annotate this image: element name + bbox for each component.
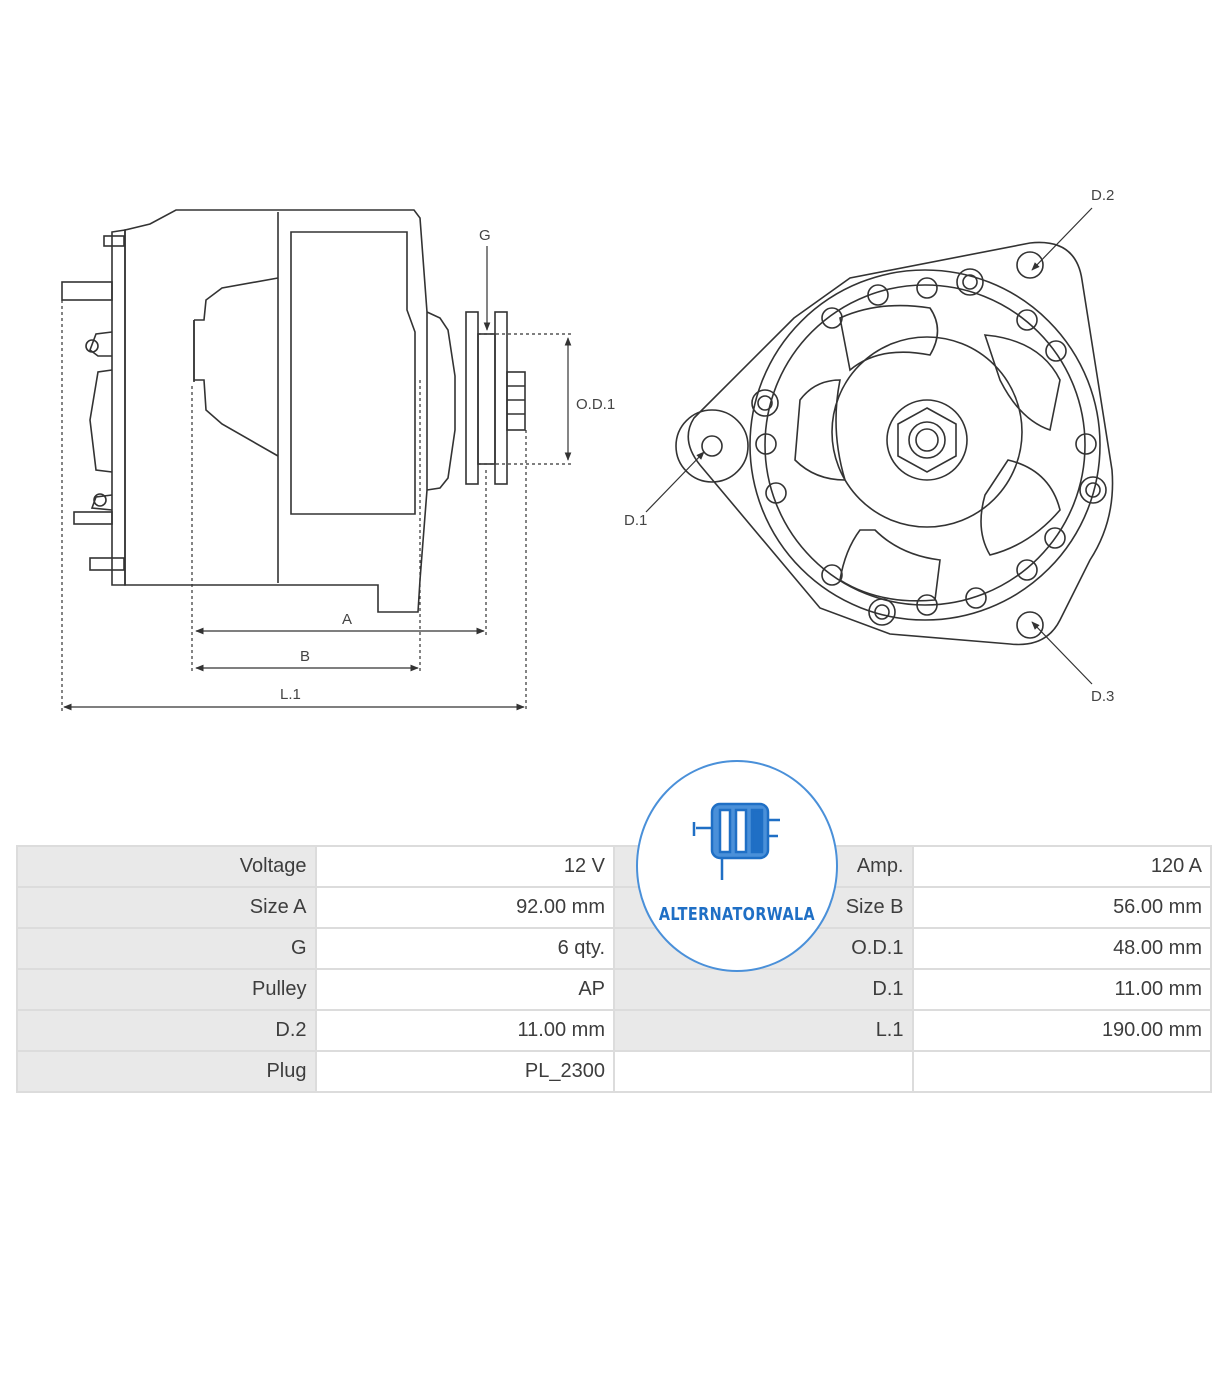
spec-label: Pulley: [16, 968, 317, 1011]
spec-label: Voltage: [16, 845, 317, 888]
dimension-label-g: G: [479, 227, 491, 244]
side-view: [61, 209, 526, 613]
dimension-label-b: B: [300, 648, 310, 665]
dimension-label-a: A: [342, 611, 352, 628]
spec-value: 120 A: [911, 845, 1212, 888]
spec-label: L.1: [613, 1009, 914, 1052]
spec-value: 190.00 mm: [911, 1009, 1212, 1052]
dimension-label-l1: L.1: [280, 686, 301, 703]
spec-value: 92.00 mm: [314, 886, 615, 929]
spec-value: PL_2300: [314, 1050, 615, 1093]
logo-text: ALTERNATORWALA: [658, 904, 816, 925]
alternator-technical-drawing: G O.D.1 A B L.1: [61, 187, 1114, 712]
spec-value: 6 qty.: [314, 927, 615, 970]
spec-label: Plug: [16, 1050, 317, 1093]
table-row: Voltage 12 V Amp. 120 A: [16, 845, 1212, 888]
specification-table: Voltage 12 V Amp. 120 A Size A 92.00 mm …: [16, 845, 1212, 1093]
spec-value: 56.00 mm: [911, 886, 1212, 929]
spec-value: 11.00 mm: [314, 1009, 615, 1052]
spec-label: D.1: [613, 968, 914, 1011]
spec-label: [613, 1050, 914, 1093]
front-view: [675, 241, 1114, 646]
spec-label: Size A: [16, 886, 317, 929]
table-row: Pulley AP D.1 11.00 mm: [16, 968, 1212, 1011]
spec-value: 48.00 mm: [911, 927, 1212, 970]
alternatorwala-logo: ALTERNATORWALA: [636, 760, 838, 972]
spec-value: [911, 1050, 1212, 1093]
dimension-label-d1: D.1: [624, 512, 647, 529]
table-row: Plug PL_2300: [16, 1050, 1212, 1093]
spec-label: G: [16, 927, 317, 970]
spec-value: AP: [314, 968, 615, 1011]
dimension-label-d2: D.2: [1091, 187, 1114, 204]
side-view-dimensions: [61, 246, 572, 712]
alternator-icon: [692, 802, 780, 880]
spec-label: D.2: [16, 1009, 317, 1052]
spec-value: 11.00 mm: [911, 968, 1212, 1011]
table-row: D.2 11.00 mm L.1 190.00 mm: [16, 1009, 1212, 1052]
table-row: Size A 92.00 mm Size B 56.00 mm: [16, 886, 1212, 929]
dimension-label-od1: O.D.1: [576, 396, 615, 413]
dimension-label-d3: D.3: [1091, 688, 1114, 705]
front-view-leaders: [645, 207, 1093, 685]
table-row: G 6 qty. O.D.1 48.00 mm: [16, 927, 1212, 970]
spec-value: 12 V: [314, 845, 615, 888]
